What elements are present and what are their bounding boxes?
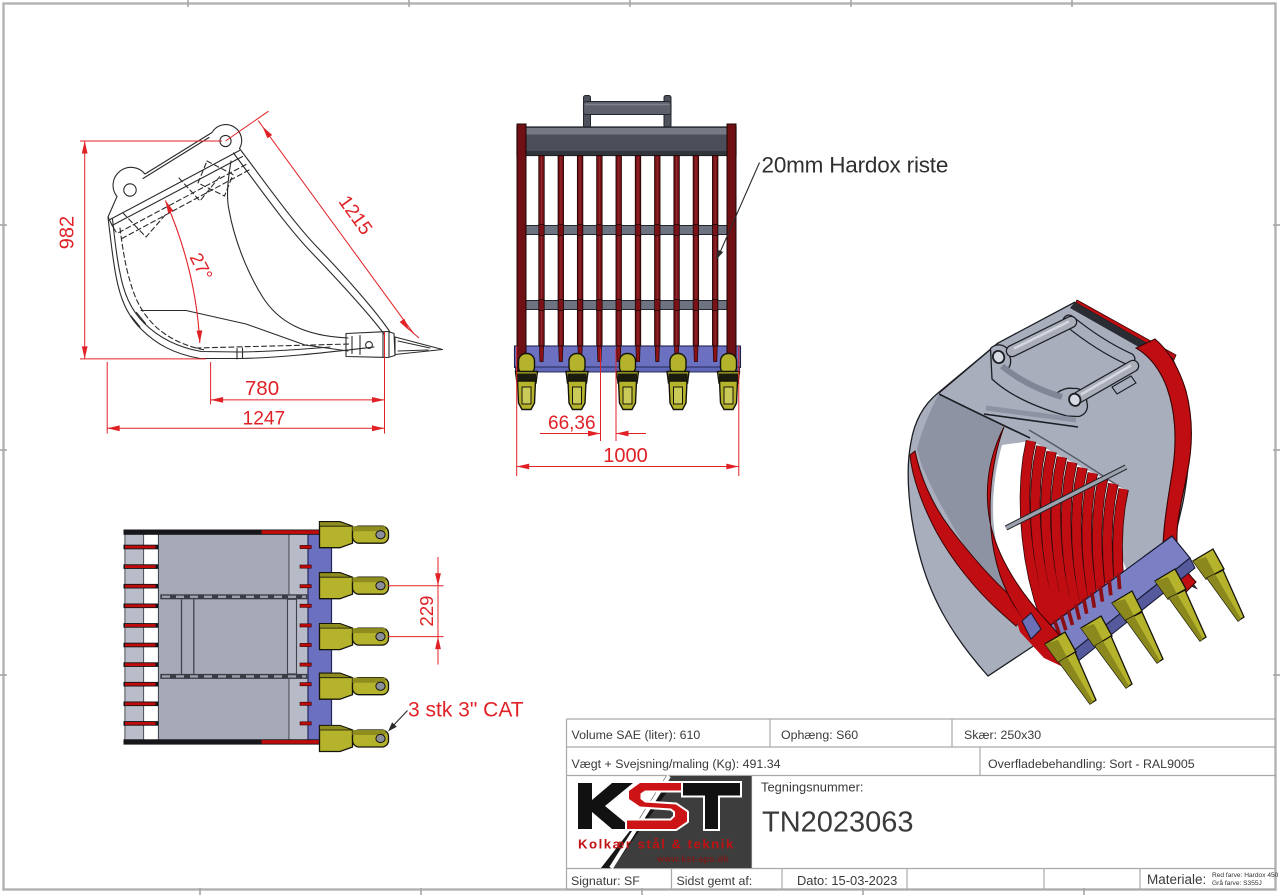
svg-text:Signatur: SF: Signatur: SF	[571, 874, 640, 888]
svg-text:Volume SAE (liter): 610: Volume SAE (liter): 610	[572, 728, 701, 742]
svg-text:Sidst gemt af:: Sidst gemt af:	[677, 874, 753, 888]
svg-text:Kolkær stål & teknik: Kolkær stål & teknik	[578, 837, 735, 852]
svg-text:20mm Hardox riste: 20mm Hardox riste	[762, 153, 949, 178]
svg-text:Materiale:: Materiale:	[1147, 872, 1206, 887]
svg-text:3 stk 3" CAT: 3 stk 3" CAT	[408, 699, 524, 722]
svg-text:1000: 1000	[603, 445, 648, 467]
svg-text:Dato: 15-03-2023: Dato: 15-03-2023	[797, 873, 897, 888]
svg-text:Ophæng: S60: Ophæng: S60	[781, 728, 858, 742]
svg-text:Tegningsnummer:: Tegningsnummer:	[761, 780, 863, 795]
svg-text:780: 780	[245, 377, 279, 400]
svg-text:Overfladebehandling: Sort - RA: Overfladebehandling: Sort - RAL9005	[988, 757, 1195, 771]
svg-text:Grå farve: S355J: Grå farve: S355J	[1212, 879, 1262, 887]
svg-text:Red farve: Hardox 450: Red farve: Hardox 450	[1212, 872, 1279, 879]
svg-text:982: 982	[57, 216, 79, 249]
svg-text:www.kst-aps.dk: www.kst-aps.dk	[656, 854, 729, 864]
svg-text:1247: 1247	[243, 409, 286, 430]
svg-text:66,36: 66,36	[548, 413, 596, 434]
svg-text:Skær: 250x30: Skær: 250x30	[964, 728, 1041, 742]
svg-text:Vægt + Svejsning/maling (Kg):: Vægt + Svejsning/maling (Kg): 491.34	[572, 757, 781, 771]
svg-text:TN2023063: TN2023063	[762, 807, 914, 839]
svg-text:229: 229	[416, 596, 437, 627]
